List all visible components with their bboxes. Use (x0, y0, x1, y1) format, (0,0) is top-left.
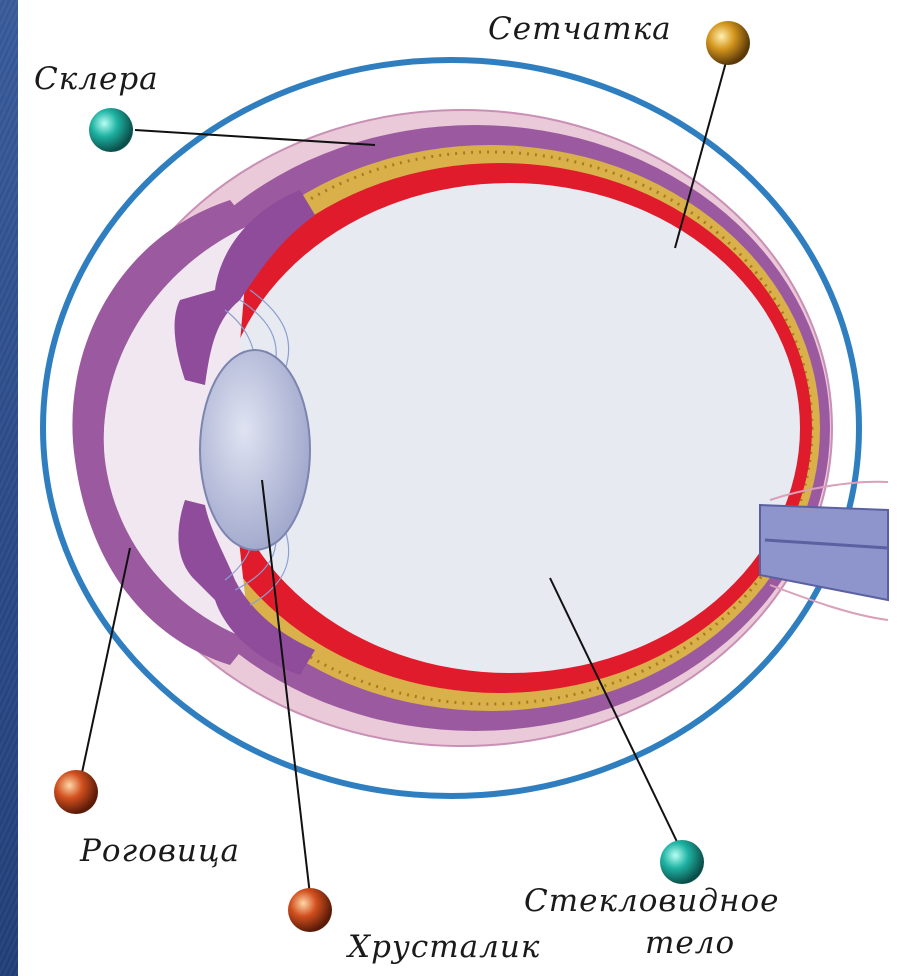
vitreous-marker (660, 840, 704, 884)
retina-marker (706, 21, 750, 65)
vitreous-label-line1: Стекловидное (524, 886, 779, 917)
sclera-label: Склера (34, 64, 159, 95)
vitreous-label-line2: тело (645, 928, 735, 959)
retina-label: Сетчатка (488, 14, 672, 45)
lens-label: Хрусталик (348, 932, 540, 963)
cornea-pointer-line (80, 548, 130, 782)
cornea-marker (54, 770, 98, 814)
cornea-label: Роговица (80, 836, 240, 867)
lens-marker (288, 888, 332, 932)
lens (200, 350, 310, 550)
sclera-marker (89, 108, 133, 152)
